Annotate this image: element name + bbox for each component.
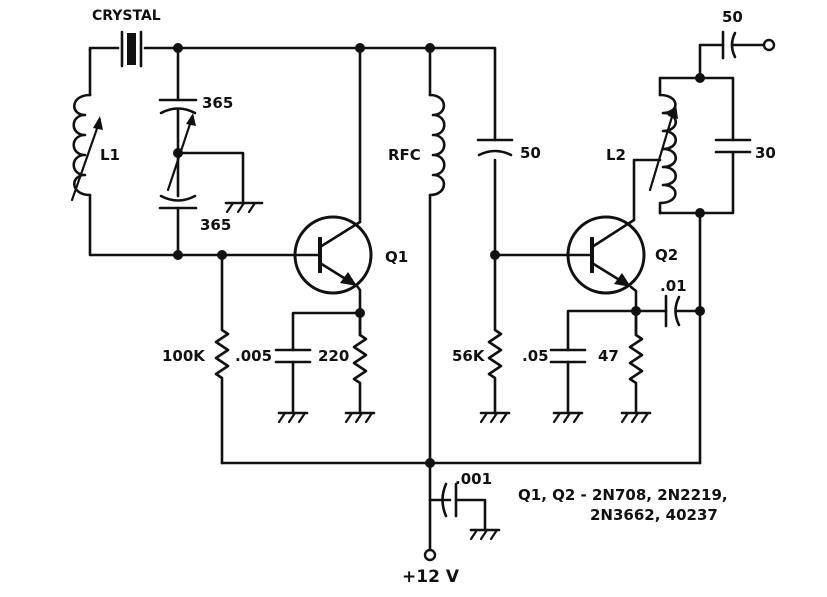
ground-icon — [469, 528, 501, 541]
capacitor-01 — [634, 294, 702, 328]
ground-icon — [277, 411, 309, 424]
l2-label: L2 — [606, 146, 626, 164]
rf-choke — [428, 46, 446, 465]
ground-icon — [552, 411, 584, 424]
ground-icon — [620, 411, 652, 424]
supply-terminal — [423, 548, 437, 562]
crystal — [120, 30, 143, 68]
junction-dots — [173, 43, 705, 468]
ground-icon — [479, 411, 511, 424]
ground-icon — [344, 411, 376, 424]
resistor-56k-label: 56K — [452, 347, 486, 365]
transistor-q2 — [566, 158, 662, 337]
cap-05-label: .05 — [522, 347, 549, 365]
cap-tune-top-label: 365 — [202, 94, 233, 112]
capacitor-05 — [549, 309, 638, 424]
cap-50-label: 50 — [520, 144, 541, 162]
cap-01-label: .01 — [660, 277, 687, 295]
cap-30-label: 30 — [755, 144, 776, 162]
transistor-note-line1: Q1, Q2 - 2N708, 2N2219, — [518, 486, 728, 504]
transistor-q1 — [218, 46, 373, 337]
resistor-100k-label: 100K — [162, 347, 206, 365]
cap-tune-bottom-label: 365 — [200, 216, 231, 234]
capacitor-50-output — [698, 30, 776, 80]
resistor-220 — [344, 311, 376, 424]
resistor-56k — [479, 253, 511, 424]
q2-label: Q2 — [655, 246, 678, 264]
resistor-47-label: 47 — [598, 347, 619, 365]
rfc-label: RFC — [388, 146, 421, 164]
resistor-220-label: 220 — [318, 347, 349, 365]
transistor-note-line2: 2N3662, 40237 — [590, 506, 718, 524]
capacitor-50-coupling — [476, 138, 514, 157]
supply-label: +12 V — [402, 567, 460, 587]
capacitor-001 — [428, 482, 501, 541]
output-terminal — [762, 38, 776, 52]
cap-out-label: 50 — [722, 8, 743, 26]
resistor-47 — [620, 309, 652, 424]
ground-icon — [224, 201, 264, 214]
l1-label: L1 — [100, 146, 120, 164]
capacitor-005 — [274, 311, 362, 424]
cap-001-label: .001 — [455, 470, 492, 488]
crystal-label: CRYSTAL — [92, 8, 161, 24]
bottom-bus-wire — [220, 461, 702, 562]
inductor-l2 — [648, 76, 752, 465]
cap-005-label: .005 — [235, 347, 272, 365]
resistor-100k — [214, 253, 230, 465]
top-bus-wire — [88, 46, 497, 257]
q1-label: Q1 — [385, 248, 408, 266]
